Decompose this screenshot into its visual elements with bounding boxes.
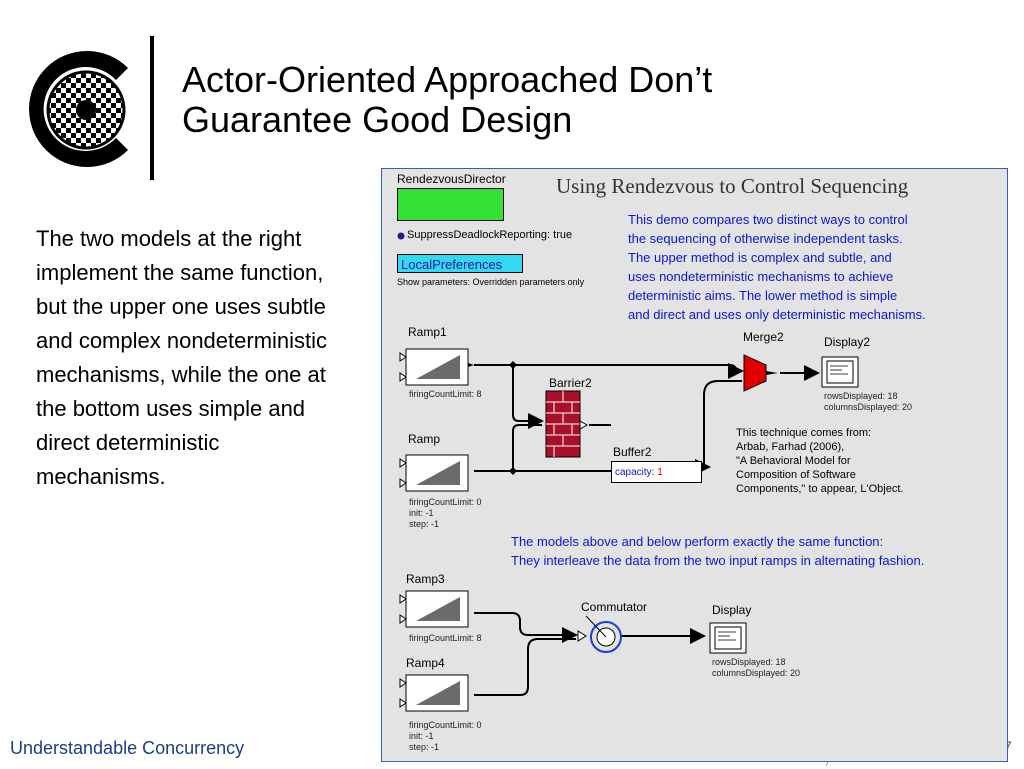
title-divider: [150, 36, 154, 180]
barrier2-label: Barrier2: [549, 376, 592, 390]
param-line: init: -1: [409, 508, 434, 518]
footer-text: Understandable Concurrency: [10, 738, 245, 758]
ramp3-params: firingCountLimit: 8: [409, 633, 482, 643]
param-line: firingCountLimit: 0: [409, 720, 482, 730]
ramp-params: firingCountLimit: 0 init: -1 step: -1: [409, 497, 482, 530]
display-icon[interactable]: [709, 622, 747, 654]
param-line: step: -1: [409, 519, 440, 529]
param-line: rowsDisplayed: 18: [712, 657, 786, 667]
note-line: "A Behavioral Model for: [736, 455, 851, 467]
diagram-canvas: [397, 232, 859, 712]
description-note: This demo compares two distinct ways to …: [628, 210, 926, 324]
model-diagram-panel[interactable]: RendezvousDirector Using Rendezvous to C…: [381, 168, 1008, 762]
param-line: rowsDisplayed: 18: [824, 391, 898, 401]
director-dot-icon: [397, 232, 405, 240]
page-mark: /: [826, 758, 829, 769]
commutator-label: Commutator: [581, 600, 648, 614]
ramp1-params: firingCountLimit: 8: [409, 389, 482, 399]
buffer2-label: Buffer2: [613, 445, 652, 459]
relation-diamond-lower: [509, 467, 517, 475]
ramp3-icon[interactable]: [399, 590, 469, 628]
display-label: Display: [712, 603, 752, 617]
note-line: Composition of Software: [736, 469, 856, 481]
merge2-label: Merge2: [743, 330, 784, 344]
description-line: deterministic aims. The lower method is …: [628, 288, 898, 303]
show-parameters-note: Show parameters: Overridden parameters o…: [397, 277, 585, 287]
description-line: This demo compares two distinct ways to …: [628, 212, 908, 227]
models-note: The models above and below perform exact…: [511, 532, 924, 570]
description-line: The upper method is complex and subtle, …: [628, 250, 892, 265]
display-params: rowsDisplayed: 18 columnsDisplayed: 20: [712, 657, 800, 679]
param-line: columnsDisplayed: 20: [824, 402, 913, 412]
relation-diamond-upper: [509, 361, 517, 369]
description-line: and direct and uses only deterministic m…: [628, 307, 926, 322]
title-line-1: Actor-Oriented Approached Don’t: [182, 59, 713, 100]
note-line: The models above and below perform exact…: [511, 534, 884, 549]
ramp3-label: Ramp3: [406, 572, 445, 586]
description-line: uses nondeterministic mechanisms to achi…: [628, 269, 894, 284]
ramp1-label: Ramp1: [408, 325, 447, 339]
ramp1-icon[interactable]: [399, 348, 474, 386]
logo-emblem-icon: [29, 51, 128, 167]
display2-icon[interactable]: [821, 356, 859, 388]
diagram-heading: Using Rendezvous to Control Sequencing: [556, 174, 909, 198]
suppress-deadlock-param[interactable]: SuppressDeadlockReporting: true: [407, 229, 573, 241]
note-line: They interleave the data from the two in…: [511, 553, 925, 568]
display2-params: rowsDisplayed: 18 columnsDisplayed: 20: [824, 391, 912, 413]
ramp4-params: firingCountLimit: 0 init: -1 step: -1: [409, 720, 482, 753]
note-line: Arbab, Farhad (2006),: [736, 441, 845, 453]
param-line: init: -1: [409, 731, 434, 741]
rendezvous-director[interactable]: [397, 188, 504, 221]
ramp-label: Ramp: [408, 432, 441, 446]
ramp4-label: Ramp4: [406, 656, 445, 670]
barrier-icon[interactable]: [545, 390, 589, 458]
technique-note: This technique comes from: Arbab, Farhad…: [736, 426, 903, 496]
buffer2-block[interactable]: capacity: 1: [611, 461, 702, 483]
capacity-value: 1: [657, 467, 663, 478]
commutator-icon[interactable]: [577, 615, 622, 653]
title-line-2: Guarantee Good Design: [182, 99, 573, 140]
slide-body-text: The two models at the right implement th…: [36, 226, 328, 489]
director-name: RendezvousDirector: [397, 172, 506, 186]
capacity-label: capacity:: [615, 467, 655, 478]
note-line: Components," to appear, L'Object.: [736, 483, 904, 495]
description-line: the sequencing of otherwise independent …: [628, 231, 903, 246]
param-line: step: -1: [409, 742, 440, 752]
lower-model-wires: [474, 612, 706, 696]
merge-icon[interactable]: [743, 354, 778, 392]
display2-label: Display2: [824, 335, 871, 349]
local-preferences-button[interactable]: LocalPreferences: [397, 254, 523, 273]
param-line: firingCountLimit: 0: [409, 497, 482, 507]
ramp-icon[interactable]: [399, 454, 469, 492]
param-line: columnsDisplayed: 20: [712, 668, 801, 678]
ramp4-icon[interactable]: [399, 674, 469, 712]
note-line: This technique comes from:: [736, 427, 872, 439]
slide-title: Actor-Oriented Approached Don’t Guarante…: [182, 60, 712, 140]
